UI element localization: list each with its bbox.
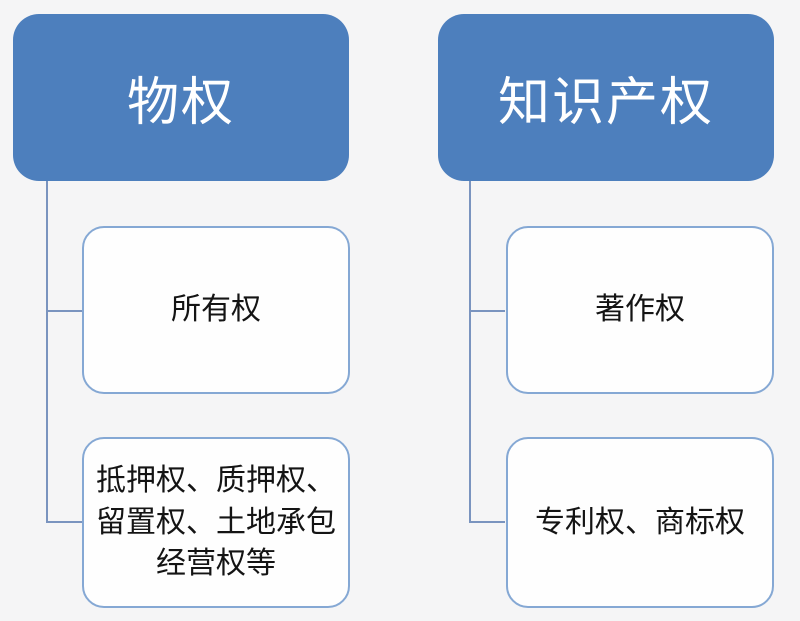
tree-intellectual-property-connector-child-2	[469, 521, 505, 523]
tree-intellectual-property-child-node-2: 专利权、商标权	[506, 437, 774, 608]
tree-property-rights-child-node-1: 所有权	[82, 226, 350, 394]
tree-intellectual-property-connector-child-1	[469, 310, 505, 312]
tree-property-rights-child-node-2: 抵押权、质押权、留置权、土地承包经营权等	[82, 437, 350, 608]
tree-property-rights-vertical-connector	[46, 181, 48, 523]
tree-property-rights-root-node: 物权	[13, 14, 349, 181]
tree-intellectual-property-child-node-1: 著作权	[506, 226, 774, 394]
tree-intellectual-property-vertical-connector	[469, 181, 471, 523]
tree-property-rights-connector-child-1	[46, 310, 82, 312]
tree-property-rights-connector-child-2	[46, 521, 82, 523]
tree-intellectual-property-root-node: 知识产权	[438, 14, 774, 181]
